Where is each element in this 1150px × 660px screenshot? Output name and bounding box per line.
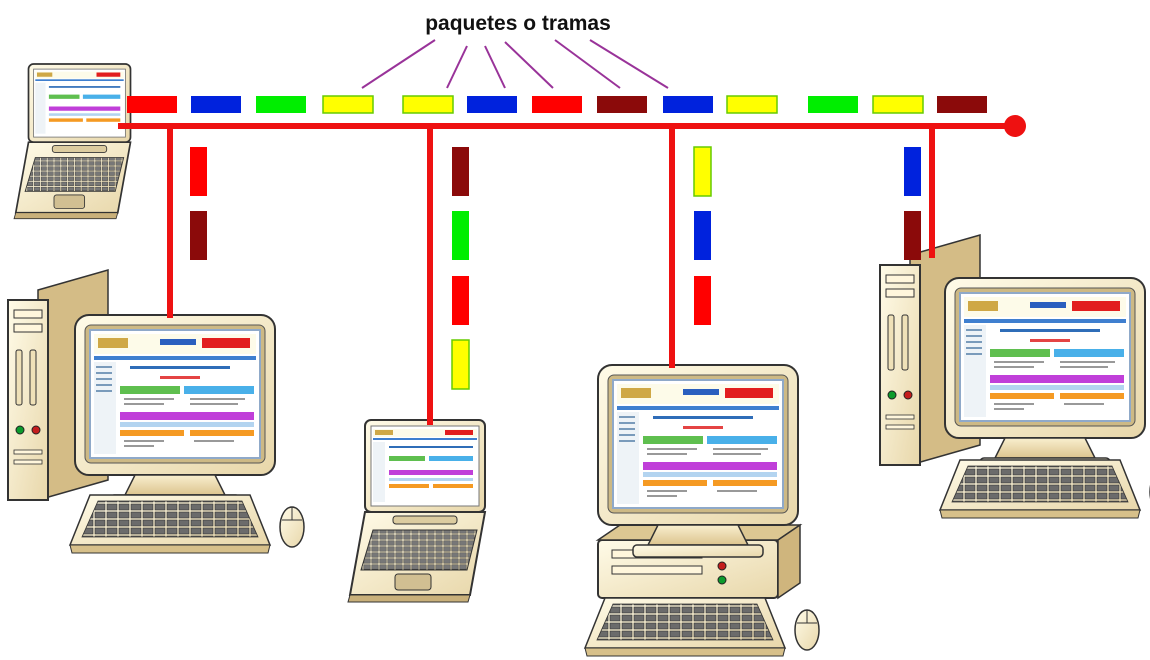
callout-lines xyxy=(361,39,669,89)
laptop-top-left-icon xyxy=(13,63,132,220)
bus-packet xyxy=(256,96,306,113)
desktop-right-icon xyxy=(879,234,1150,519)
desktop-center-icon xyxy=(584,365,820,657)
bus-packet xyxy=(467,96,517,113)
drop-packet xyxy=(452,211,469,260)
drop-packet xyxy=(190,147,207,196)
drop-packet-columns xyxy=(190,146,921,390)
drop-packet xyxy=(452,147,469,196)
drop-packet xyxy=(190,211,207,260)
bus-packet xyxy=(663,96,713,113)
bus-packet xyxy=(402,95,454,114)
bus-packet xyxy=(872,95,924,114)
bus-packet xyxy=(191,96,241,113)
drop-packet xyxy=(451,339,470,390)
bus-terminator-icon xyxy=(1004,115,1026,137)
drop-packet xyxy=(904,211,921,260)
drop-packet xyxy=(694,211,711,260)
network-bus xyxy=(118,115,1026,425)
bus-packet xyxy=(322,95,374,114)
drop-packet xyxy=(452,276,469,325)
bus-packet xyxy=(937,96,987,113)
desktop-left-icon xyxy=(7,269,305,554)
bus-packet xyxy=(597,96,647,113)
drop-packet xyxy=(693,146,712,197)
bus-packet xyxy=(726,95,778,114)
diagram-title: paquetes o tramas xyxy=(425,12,611,35)
drop-packet xyxy=(904,147,921,196)
bus-packet xyxy=(127,96,177,113)
bus-packet xyxy=(532,96,582,113)
bus-packet xyxy=(808,96,858,113)
bus-packet-row xyxy=(127,95,987,114)
drop-packet xyxy=(694,276,711,325)
laptop-center-icon xyxy=(347,419,486,603)
